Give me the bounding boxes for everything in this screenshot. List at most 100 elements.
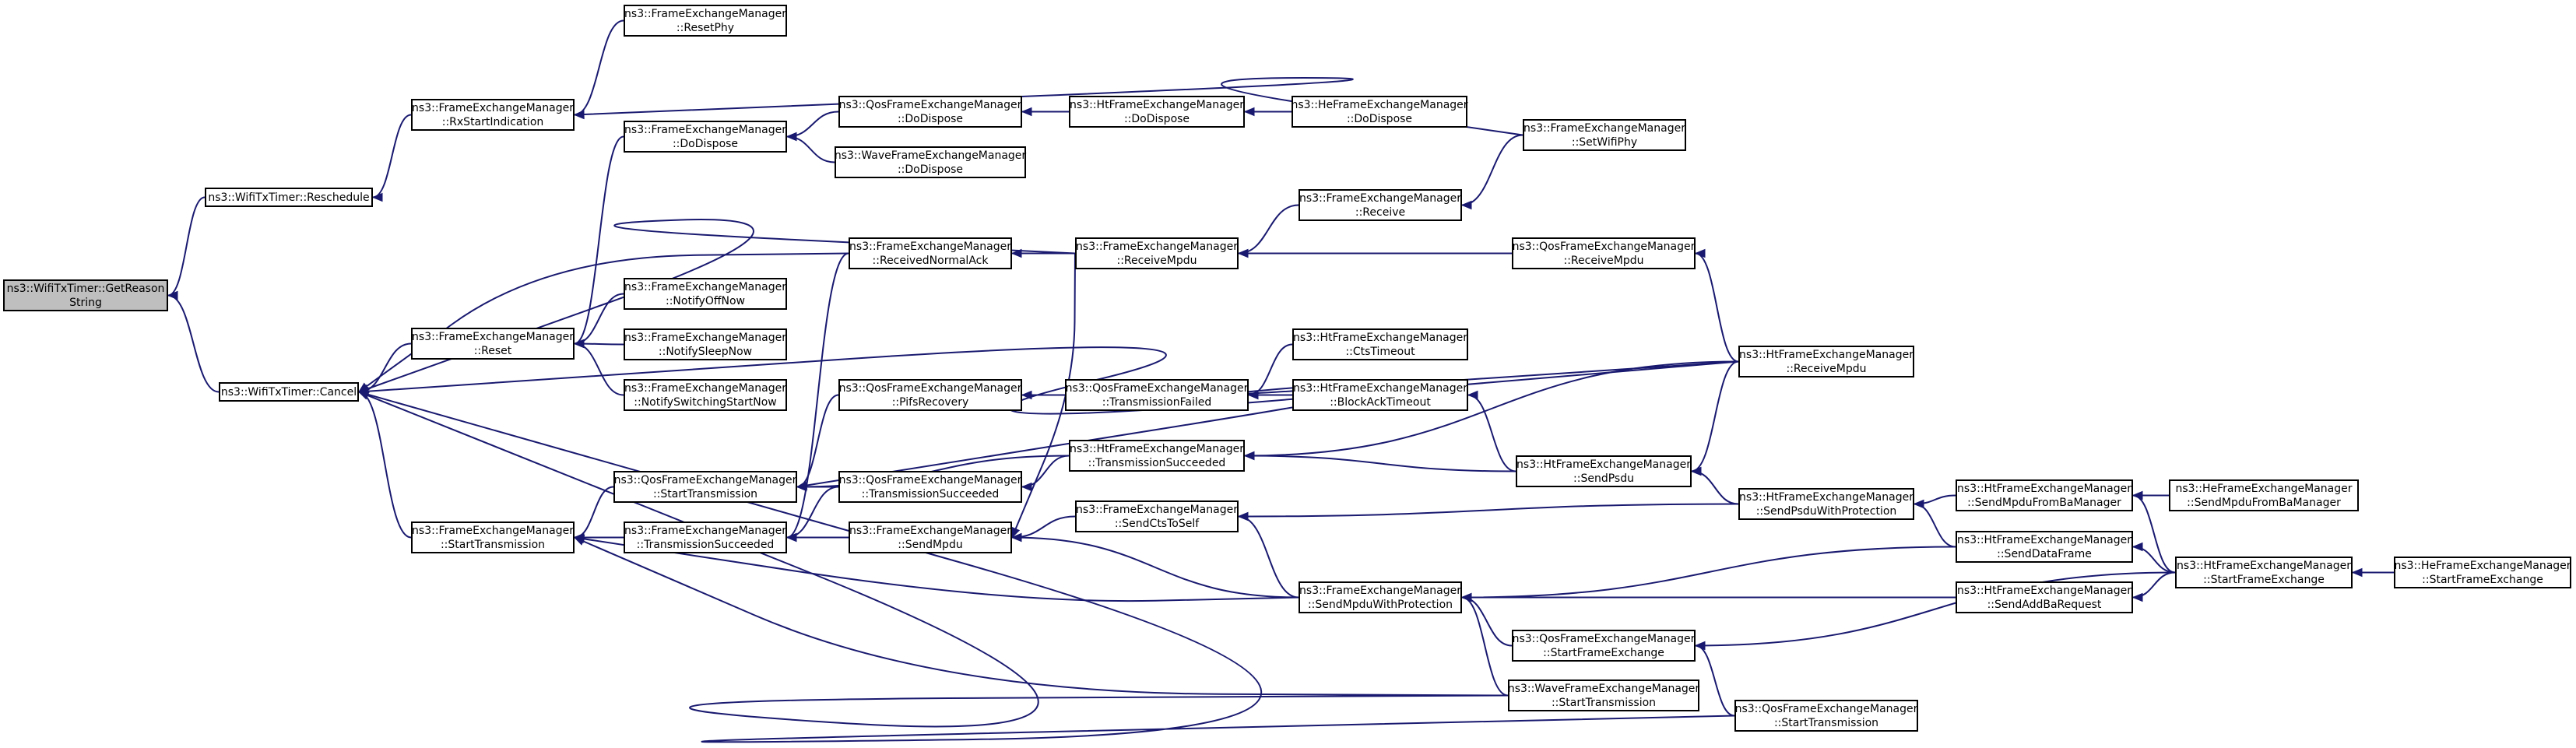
call-edge [1248,343,1293,396]
edge-arrowhead [1690,466,1702,476]
edge-arrowhead [1460,200,1472,210]
call-edge [358,391,1735,743]
node-fem-notifyswitchingstartnow[interactable]: ns3::FrameExchangeManager::NotifySwitchi… [624,379,787,411]
edge-arrowhead [2131,490,2143,500]
edge-arrowhead [1011,526,1021,539]
edge-arrowhead [1460,592,1472,602]
call-edge [1461,596,1513,647]
call-edge [1244,455,1516,472]
node-fem-notifysleepnow[interactable]: ns3::FrameExchangeManager::NotifySleepNo… [624,328,787,360]
call-edge [358,391,1509,728]
call-edge [2132,546,2176,574]
node-qfem-starttransmission-2[interactable]: ns3::QosFrameExchangeManager::StartTrans… [1734,700,1918,732]
node-htfem-blockacktimeout[interactable]: ns3::HtFrameExchangeManager::BlockAckTim… [1292,379,1468,411]
edge-arrowhead [167,290,178,300]
call-edge [167,196,206,297]
call-edge [574,536,1509,697]
call-edge [1021,455,1070,488]
node-qfem-starttransmission[interactable]: ns3::QosFrameExchangeManager::StartTrans… [613,471,797,503]
edge-arrowhead [785,132,797,142]
node-fem-reset[interactable]: ns3::FrameExchangeManager::Reset [411,328,575,360]
node-htfem-sendaddbarequest[interactable]: ns3::HtFrameExchangeManager::SendAddBaRe… [1956,581,2133,613]
call-edge [2132,494,2176,574]
edge-arrowhead [1021,107,1032,117]
node-fem-dodispose[interactable]: ns3::FrameExchangeManager::DoDispose [624,121,787,153]
call-edge [574,486,614,539]
edge-arrowhead [2131,542,2143,552]
call-edge [574,342,624,396]
node-qfem-transmissionfailed[interactable]: ns3::QosFrameExchangeManager::Transmissi… [1065,379,1249,411]
call-edge [1914,503,1956,548]
node-qfem-startframeexchange[interactable]: ns3::QosFrameExchangeManager::StartFrame… [1512,630,1696,662]
call-edge [372,114,412,198]
node-qfem-transmissionsucceeded[interactable]: ns3::QosFrameExchangeManager::Transmissi… [838,471,1022,503]
node-wfem-starttransmission[interactable]: ns3::WaveFrameExchangeManager::StartTran… [1508,680,1699,711]
call-edge [167,294,220,393]
call-edge [1244,360,1739,457]
node-fem-starttransmission[interactable]: ns3::FrameExchangeManager::StartTransmis… [411,521,575,553]
node-fem-resetphy[interactable]: ns3::FrameExchangeManager::ResetPhy [624,5,787,37]
edge-arrowhead [1021,482,1032,492]
edge-arrowhead [1247,390,1259,400]
node-fem-transmissionsucceeded[interactable]: ns3::FrameExchangeManager::TransmissionS… [624,521,787,553]
node-qfem-receivempdu[interactable]: ns3::QosFrameExchangeManager::ReceiveMpd… [1512,237,1696,269]
call-edge [574,19,624,116]
call-edge [574,536,1299,602]
call-edge [1461,546,1956,599]
node-hefem-sendmpdufrombamanager[interactable]: ns3::HeFrameExchangeManager::SendMpduFro… [2169,479,2359,511]
edge-arrowhead [1243,107,1255,117]
node-wifitxtimer-reschedule[interactable]: ns3::WifiTxTimer::Reschedule [205,188,373,207]
edge-arrowhead [2351,567,2363,578]
node-htfem-dodispose[interactable]: ns3::HtFrameExchangeManager::DoDispose [1069,96,1245,128]
node-fem-sendctstoself[interactable]: ns3::FrameExchangeManager::SendCtsToSelf [1075,500,1239,532]
node-qfem-pifsrecovery[interactable]: ns3::QosFrameExchangeManager::PifsRecove… [838,379,1022,411]
node-htfem-startframeexchange[interactable]: ns3::HtFrameExchangeManager::StartFrameE… [2175,557,2353,588]
call-edge [796,394,839,488]
call-edge [574,135,624,345]
call-edge [1238,515,1299,599]
edge-arrowhead [1913,499,1924,509]
node-htfem-sendmpdufrombamanager[interactable]: ns3::HtFrameExchangeManager::SendMpduFro… [1956,479,2133,511]
node-hefem-dodispose[interactable]: ns3::HeFrameExchangeManager::DoDispose [1291,96,1468,128]
node-htfem-sendpsdu[interactable]: ns3::HtFrameExchangeManager::SendPsdu [1516,455,1692,487]
edge-arrowhead [573,536,585,546]
node-fem-receive[interactable]: ns3::FrameExchangeManager::Receive [1299,189,1462,221]
call-edge [1695,644,1735,717]
call-edge [786,135,835,163]
edge-arrowhead [1694,248,1706,258]
node-fem-setwifiphy[interactable]: ns3::FrameExchangeManager::SetWifiPhy [1523,119,1686,151]
node-fem-receivempdu[interactable]: ns3::FrameExchangeManager::ReceiveMpdu [1075,237,1239,269]
node-wifitxtimer-cancel[interactable]: ns3::WifiTxTimer::Cancel [219,382,359,402]
call-edge [786,111,839,138]
call-edge [1238,204,1299,255]
node-htfem-ctstimeout[interactable]: ns3::HtFrameExchangeManager::CtsTimeout [1292,328,1468,360]
node-htfem-transmissionsucceeded[interactable]: ns3::HtFrameExchangeManager::Transmissio… [1069,440,1245,472]
node-wfem-dodispose[interactable]: ns3::WaveFrameExchangeManager::DoDispose [835,146,1026,178]
edge-arrowhead [785,532,797,543]
edge-arrowhead [1694,641,1706,651]
node-qfem-dodispose[interactable]: ns3::QosFrameExchangeManager::DoDispose [838,96,1022,128]
call-edge [1691,470,1739,505]
call-edge [1695,571,2176,647]
node-htfem-sendpsduwithprotection[interactable]: ns3::HtFrameExchangeManager::SendPsduWit… [1738,488,1914,520]
edge-arrowhead [1467,390,1478,400]
call-edge [1691,360,1739,472]
node-fem-sendmpdu[interactable]: ns3::FrameExchangeManager::SendMpdu [849,521,1012,553]
node-fem-rxstartindication[interactable]: ns3::FrameExchangeManager::RxStartIndica… [411,99,575,131]
node-fem-sendmpduwithprotection[interactable]: ns3::FrameExchangeManager::SendMpduWithP… [1299,581,1462,613]
call-edge [1461,134,1523,206]
node-htfem-receivempdu[interactable]: ns3::HtFrameExchangeManager::ReceiveMpdu [1738,346,1914,378]
node-htfem-senddataframe[interactable]: ns3::HtFrameExchangeManager::SendDataFra… [1956,531,2133,563]
node-hefem-startframeexchange[interactable]: ns3::HeFrameExchangeManager::StartFrameE… [2394,557,2571,588]
edge-arrowhead [1237,248,1249,258]
edge-arrowhead [1010,532,1022,543]
call-edge [1011,536,1299,599]
node-fem-receivednormalack[interactable]: ns3::FrameExchangeManager::ReceivedNorma… [849,237,1012,269]
call-edge [358,342,412,393]
call-edge [1011,253,1076,538]
edge-arrowhead [1237,511,1249,521]
node-fem-notifyoffnow[interactable]: ns3::FrameExchangeManager::NotifyOffNow [624,278,787,310]
